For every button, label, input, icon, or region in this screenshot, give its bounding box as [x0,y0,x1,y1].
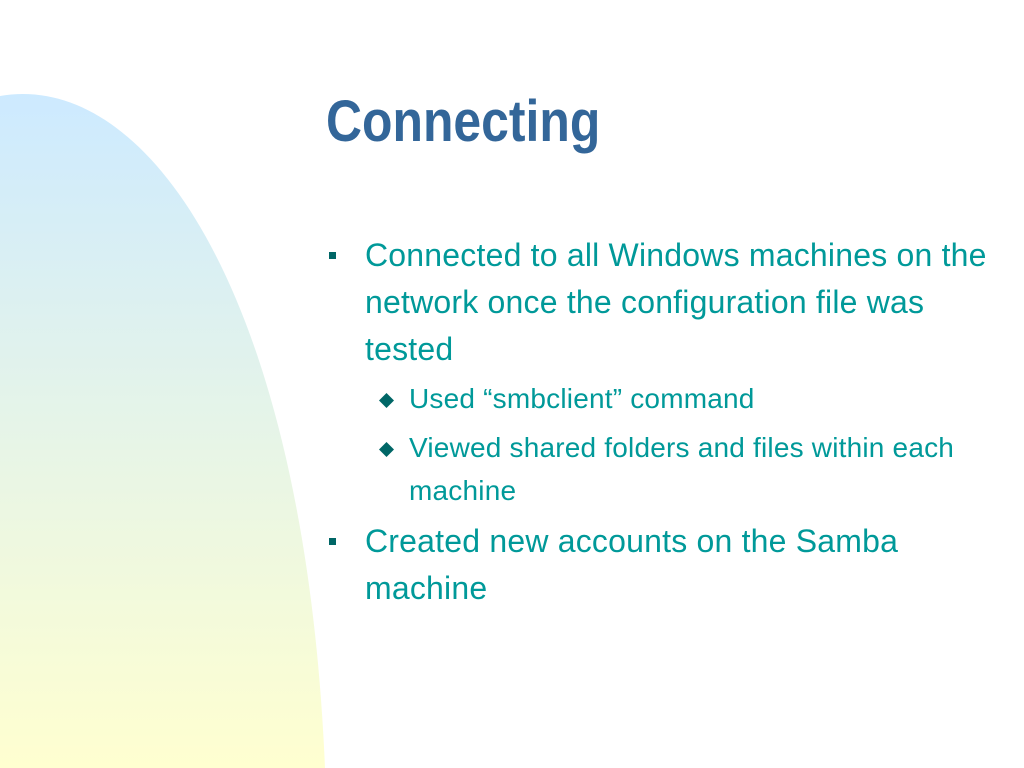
sub-bullet-item: Used “smbclient” command [365,377,1002,420]
bullet-item: Connected to all Windows machines on the… [322,232,1002,512]
sub-bullet-text: Viewed shared folders and files within e… [409,432,955,506]
bullet-text: Created new accounts on the Samba machin… [365,523,899,606]
sub-bullet-item: Viewed shared folders and files within e… [365,426,1002,512]
square-bullet-icon [329,538,336,545]
bullet-text: Connected to all Windows machines on the… [365,237,987,367]
bullet-list: Connected to all Windows machines on the… [322,232,1002,614]
bullet-item: Created new accounts on the Samba machin… [322,518,1002,612]
sub-bullet-text: Used “smbclient” command [409,383,755,414]
diamond-bullet-icon [379,442,394,457]
diamond-bullet-icon [379,393,394,408]
square-bullet-icon [329,252,336,259]
sub-bullet-list: Used “smbclient” command Viewed shared f… [365,377,1002,512]
slide-title: Connecting [326,89,601,154]
